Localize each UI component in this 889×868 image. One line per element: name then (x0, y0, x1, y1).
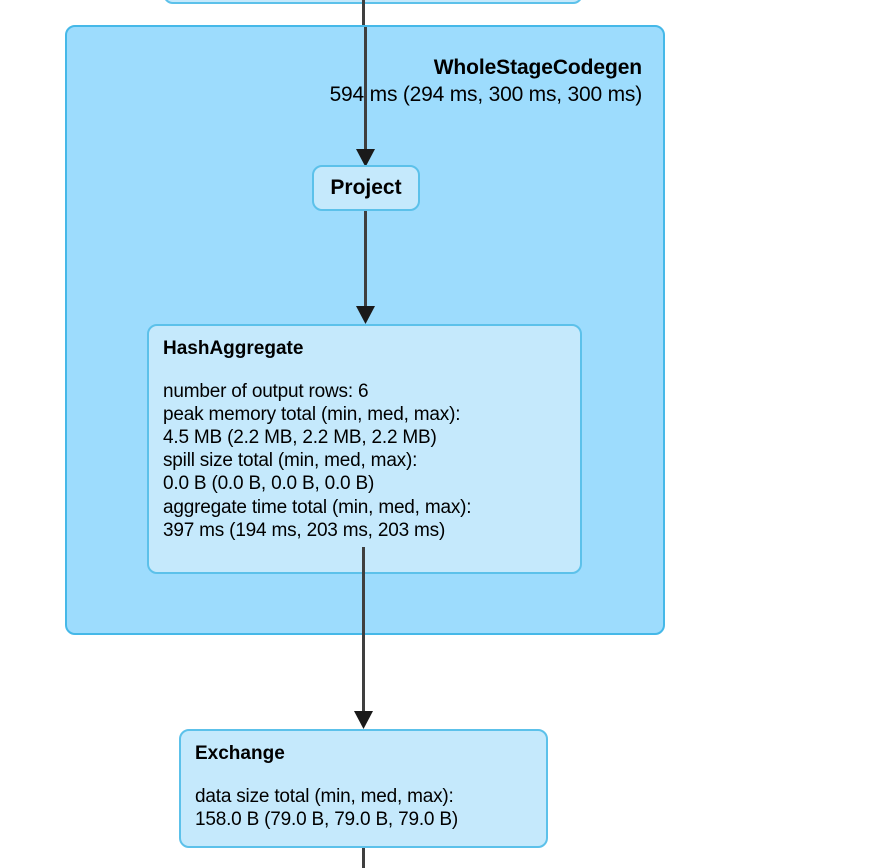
hashaggregate-metrics: number of output rows: 6 peak memory tot… (163, 380, 472, 541)
project-title: Project (330, 176, 402, 199)
exchange-metrics: data size total (min, med, max): 158.0 B… (195, 785, 458, 830)
node-hashaggregate[interactable]: HashAggregate number of output rows: 6 p… (147, 324, 582, 574)
wholestagecodegen-label: WholeStageCodegen 594 ms (294 ms, 300 ms… (87, 55, 643, 109)
wholestagecodegen-metrics: 594 ms (294 ms, 300 ms, 300 ms) (329, 82, 643, 106)
wholestagecodegen-title: WholeStageCodegen (433, 56, 642, 79)
edge-wholestagecodegen-to-project (356, 27, 375, 167)
node-wholestagecodegen[interactable]: WholeStageCodegen 594 ms (294 ms, 300 ms… (65, 25, 665, 635)
exchange-title: Exchange (195, 743, 285, 764)
hashaggregate-title: HashAggregate (163, 338, 304, 359)
hashaggregate-body: HashAggregate number of output rows: 6 p… (163, 338, 570, 542)
edge-project-to-hashaggregate (356, 211, 375, 324)
exchange-body: Exchange data size total (min, med, max)… (195, 743, 536, 831)
node-project[interactable]: Project (312, 165, 420, 211)
edge-exchange-to-next (362, 848, 365, 868)
node-exchange[interactable]: Exchange data size total (min, med, max)… (179, 729, 548, 848)
edge-hashaggregate-to-exchange (354, 547, 373, 729)
